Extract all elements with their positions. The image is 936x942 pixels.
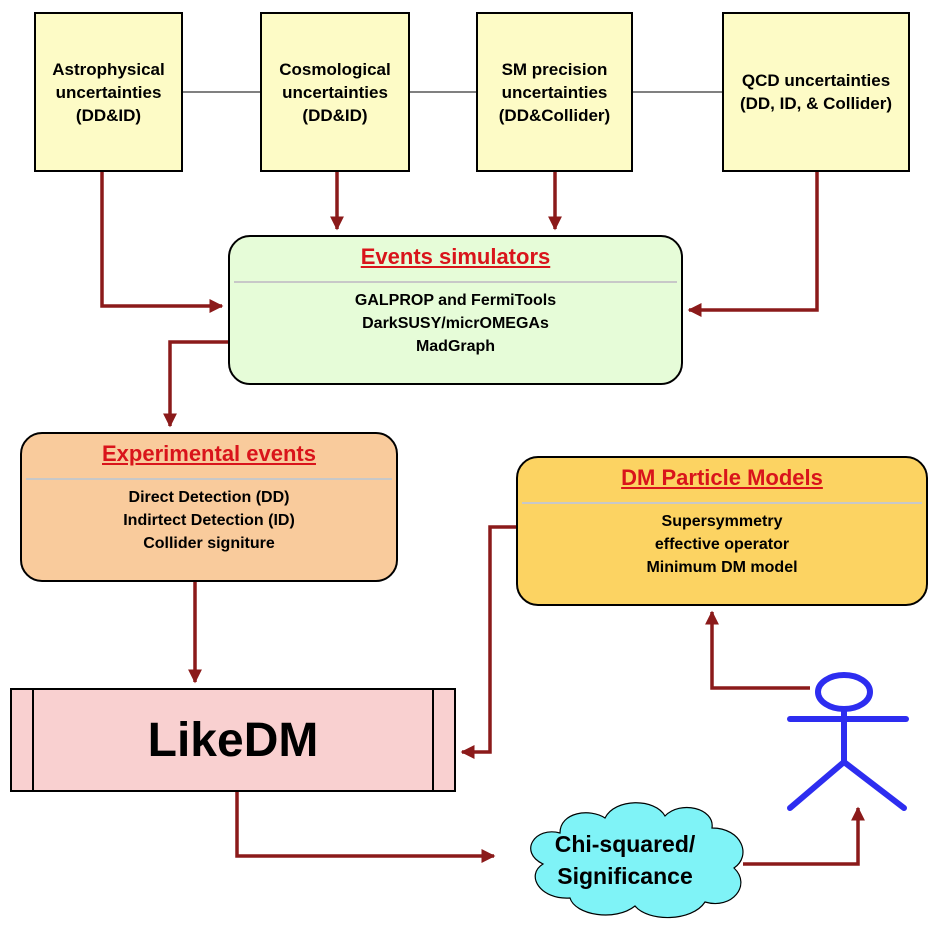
- result-line-2: Significance: [557, 863, 693, 889]
- events-simulators-title: Events simulators: [360, 244, 551, 269]
- result-line-1: Chi-squared/: [554, 831, 696, 857]
- arrow-models-to-likedm: [460, 525, 516, 759]
- cosmological-uncertainties-box: Cosmological uncertainties (DD&ID): [260, 12, 410, 172]
- model-item: effective operator: [654, 536, 790, 553]
- user-figure-icon: [787, 672, 909, 811]
- likedm-right-bar: [432, 690, 434, 790]
- experimental-events-divider: [26, 478, 392, 480]
- sm-precision-uncertainties-box: SM precision uncertainties (DD&Collider): [476, 12, 633, 172]
- experimental-events-title: Experimental events: [102, 441, 316, 466]
- arrow-likedm-to-result: [235, 792, 496, 863]
- model-item: Minimum DM model: [646, 559, 798, 576]
- dm-particle-models-divider: [522, 502, 922, 504]
- astrophysical-uncertainties-label: Astrophysical uncertainties (DD&ID): [52, 59, 165, 125]
- experimental-item: Direct Detection (DD): [128, 489, 290, 506]
- events-simulators-divider: [234, 281, 677, 283]
- result-label: Chi-squared/ Significance: [500, 815, 750, 905]
- arrow-qcd-to-simulators: [687, 172, 819, 317]
- experimental-item: Indirtect Detection (ID): [123, 512, 295, 529]
- simulator-item: GALPROP and FermiTools: [354, 292, 557, 309]
- model-item: Supersymmetry: [661, 513, 783, 530]
- qcd-uncertainties-label: QCD uncertainties (DD, ID, & Collider): [739, 71, 893, 113]
- experimental-events-box: Experimental events Direct Detection (DD…: [20, 432, 398, 582]
- arrow-user-to-models: [705, 610, 810, 690]
- simulator-item: DarkSUSY/micrOMEGAs: [362, 315, 549, 332]
- arrow-astro-to-simulators: [100, 172, 224, 313]
- sm-precision-uncertainties-label: SM precision uncertainties (DD&Collider): [498, 59, 611, 125]
- arrow-simulators-to-experimental: [163, 340, 228, 428]
- likedm-title: LikeDM: [147, 713, 319, 767]
- likedm-left-bar: [32, 690, 34, 790]
- qcd-uncertainties-box: QCD uncertainties (DD, ID, & Collider): [722, 12, 910, 172]
- dm-particle-models-title: DM Particle Models: [621, 465, 823, 490]
- result-cloud: [530, 802, 744, 919]
- events-simulators-box: Events simulators GALPROP and FermiTools…: [228, 235, 683, 385]
- likedm-box: LikeDM: [10, 688, 456, 792]
- experimental-item: Collider signiture: [143, 535, 275, 552]
- arrow-result-to-user: [743, 806, 865, 866]
- dm-particle-models-box: DM Particle Models Supersymmetry effecti…: [516, 456, 928, 606]
- astrophysical-uncertainties-box: Astrophysical uncertainties (DD&ID): [34, 12, 183, 172]
- cosmological-uncertainties-label: Cosmological uncertainties (DD&ID): [279, 59, 391, 125]
- simulator-item: MadGraph: [415, 338, 496, 355]
